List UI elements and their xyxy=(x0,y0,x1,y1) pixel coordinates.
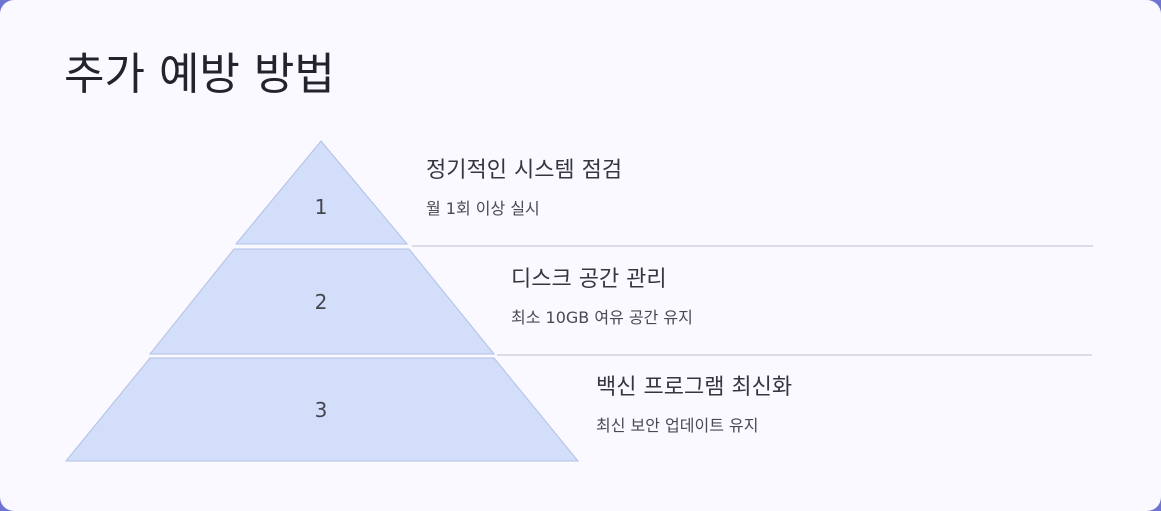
level-number-1: 1 xyxy=(315,195,328,219)
level-description-3: 최신 보안 업데이트 유지 xyxy=(596,416,759,435)
level-number-2: 2 xyxy=(315,290,328,314)
pyramid-segment-3 xyxy=(64,357,580,462)
pyramid-segment-1 xyxy=(234,140,409,245)
page-title: 추가 예방 방법 xyxy=(64,49,335,100)
level-title-1: 정기적인 시스템 점검 xyxy=(426,158,623,183)
level-description-1: 월 1회 이상 실시 xyxy=(426,199,540,218)
level-number-3: 3 xyxy=(315,398,328,422)
level-title-3: 백신 프로그램 최신화 xyxy=(596,375,793,400)
level-description-2: 최소 10GB 여유 공간 유지 xyxy=(511,308,693,327)
level-title-2: 디스크 공간 관리 xyxy=(511,267,667,292)
pyramid-segment-2 xyxy=(148,248,496,355)
